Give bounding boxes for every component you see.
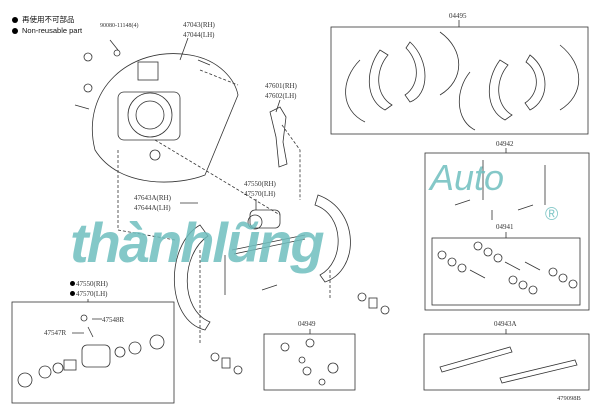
adjuster (231, 234, 306, 255)
label-spring-kit: 04942 (496, 140, 514, 148)
label-cylinder-rh: 47550(RH) (244, 180, 276, 188)
brake-shoe-right (314, 194, 351, 283)
label-lever-rh: 47601(RH) (265, 82, 297, 90)
box-shoe-kit (330, 26, 589, 135)
label-lever-lh: 47602(LH) (265, 92, 297, 100)
cup-kit-parts (280, 338, 339, 386)
wheel-cylinder (247, 209, 281, 230)
legend-cn-text: 再使用不可部品 (22, 15, 75, 24)
leader-dashes (117, 69, 331, 345)
label-cup-kit: 04949 (298, 320, 316, 328)
label-cylinder-lh: 47570(LH) (244, 190, 276, 198)
bullet-icon (70, 291, 75, 296)
box-adjuster-kit (423, 333, 590, 391)
bullet-icon (12, 17, 18, 23)
adjusting-lever (269, 106, 288, 168)
label-cylinder-kit-rh: 47550(RH) (70, 279, 108, 289)
label-plate-lh: 47044(LH) (183, 31, 215, 39)
bullet-icon (70, 281, 75, 286)
hold-down-parts (210, 292, 390, 375)
figure-id: 479098B (557, 395, 581, 402)
label-plate-rh: 47043(RH) (183, 21, 215, 29)
watermark-logo: thànhlũng (70, 211, 325, 274)
box-holddown-kit (431, 237, 581, 306)
label-cylinder-kit-lh: 47570(LH) (70, 289, 108, 299)
label-bleeder-cap: 47548R (102, 316, 125, 324)
legend-en-text: Non-reusable part (22, 26, 83, 35)
brake-shoe-left (173, 224, 211, 331)
label-adjuster-kit: 04943A (494, 320, 517, 328)
label-holddown-kit: 04941 (496, 223, 514, 231)
label-bleeder: 47547R (44, 329, 67, 337)
bolts (74, 39, 211, 110)
box-cylinder-kit (11, 301, 175, 404)
label-text: 47550(RH) (76, 280, 108, 288)
watermark-sub: Auto (430, 157, 505, 198)
adjuster-kit-parts (439, 346, 578, 384)
watermark-mark: ® (545, 204, 559, 224)
spring (224, 255, 278, 295)
shoe-kit-parts (345, 31, 580, 131)
label-text: 47570(LH) (76, 290, 108, 298)
label-strut-rh: 47643A(RH) (134, 194, 171, 202)
legend-cn: 再使用不可部品 (12, 14, 75, 25)
legend-en: Non-reusable part (12, 26, 82, 35)
holddown-kit-parts (437, 241, 578, 295)
box-cup-kit (263, 333, 356, 391)
backing-plate (91, 53, 239, 183)
spring-kit-parts (454, 160, 546, 220)
bullet-icon (12, 28, 18, 34)
cylinder-kit-parts (17, 314, 165, 388)
label-bolt: 90080-11148(4) (100, 23, 139, 29)
label-strut-lh: 47644A(LH) (134, 204, 171, 212)
box-spring-kit (424, 152, 590, 311)
label-shoe-kit: 04495 (449, 12, 467, 20)
